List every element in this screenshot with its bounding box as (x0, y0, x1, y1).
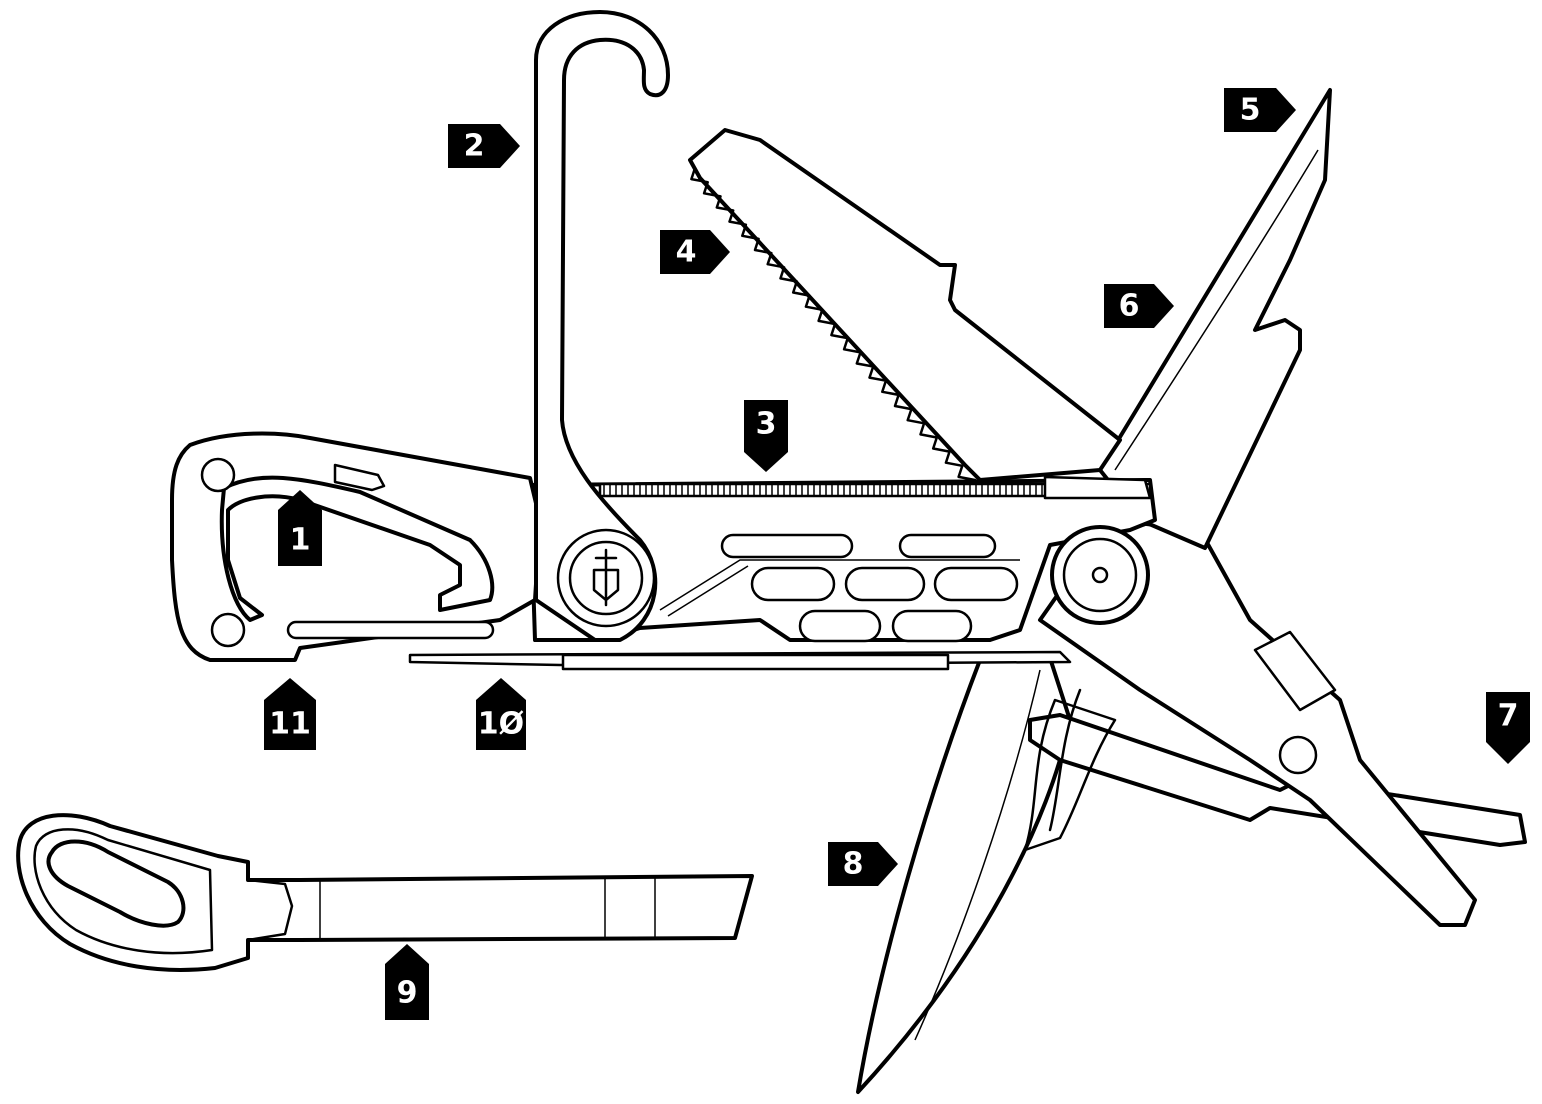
hook-tool (534, 10, 670, 642)
svg-text:2: 2 (464, 129, 485, 164)
callout-2: 2 (448, 124, 520, 168)
callout-11: 11 (264, 678, 316, 750)
handle-body (408, 478, 1157, 671)
plier-arm (1038, 518, 1477, 927)
svg-text:8: 8 (843, 847, 864, 882)
callout-6: 6 (1104, 284, 1174, 328)
callout-3: 3 (744, 400, 788, 472)
callout-7: 7 (1486, 692, 1530, 764)
svg-text:1: 1 (290, 523, 311, 558)
svg-text:4: 4 (676, 235, 697, 270)
callout-4: 4 (660, 230, 730, 274)
blade-lower (856, 656, 1072, 1094)
carabiner (170, 431, 542, 662)
callout-10: 1Ø (476, 678, 526, 750)
svg-text:7: 7 (1498, 699, 1519, 734)
svg-text:6: 6 (1119, 289, 1140, 324)
svg-text:3: 3 (756, 407, 777, 442)
callout-1: 1 (278, 490, 322, 566)
callout-5: 5 (1224, 88, 1296, 132)
blade-upper-5 (1098, 88, 1332, 550)
pry-bar-tool (16, 813, 754, 972)
callout-9: 9 (385, 944, 429, 1020)
callout-8: 8 (828, 842, 898, 886)
svg-text:11: 11 (269, 707, 311, 742)
svg-text:1Ø: 1Ø (478, 707, 524, 742)
svg-text:5: 5 (1240, 93, 1261, 128)
pivot-screw (1043, 475, 1152, 625)
saw-blade (688, 128, 1122, 482)
svg-text:9: 9 (397, 976, 418, 1011)
